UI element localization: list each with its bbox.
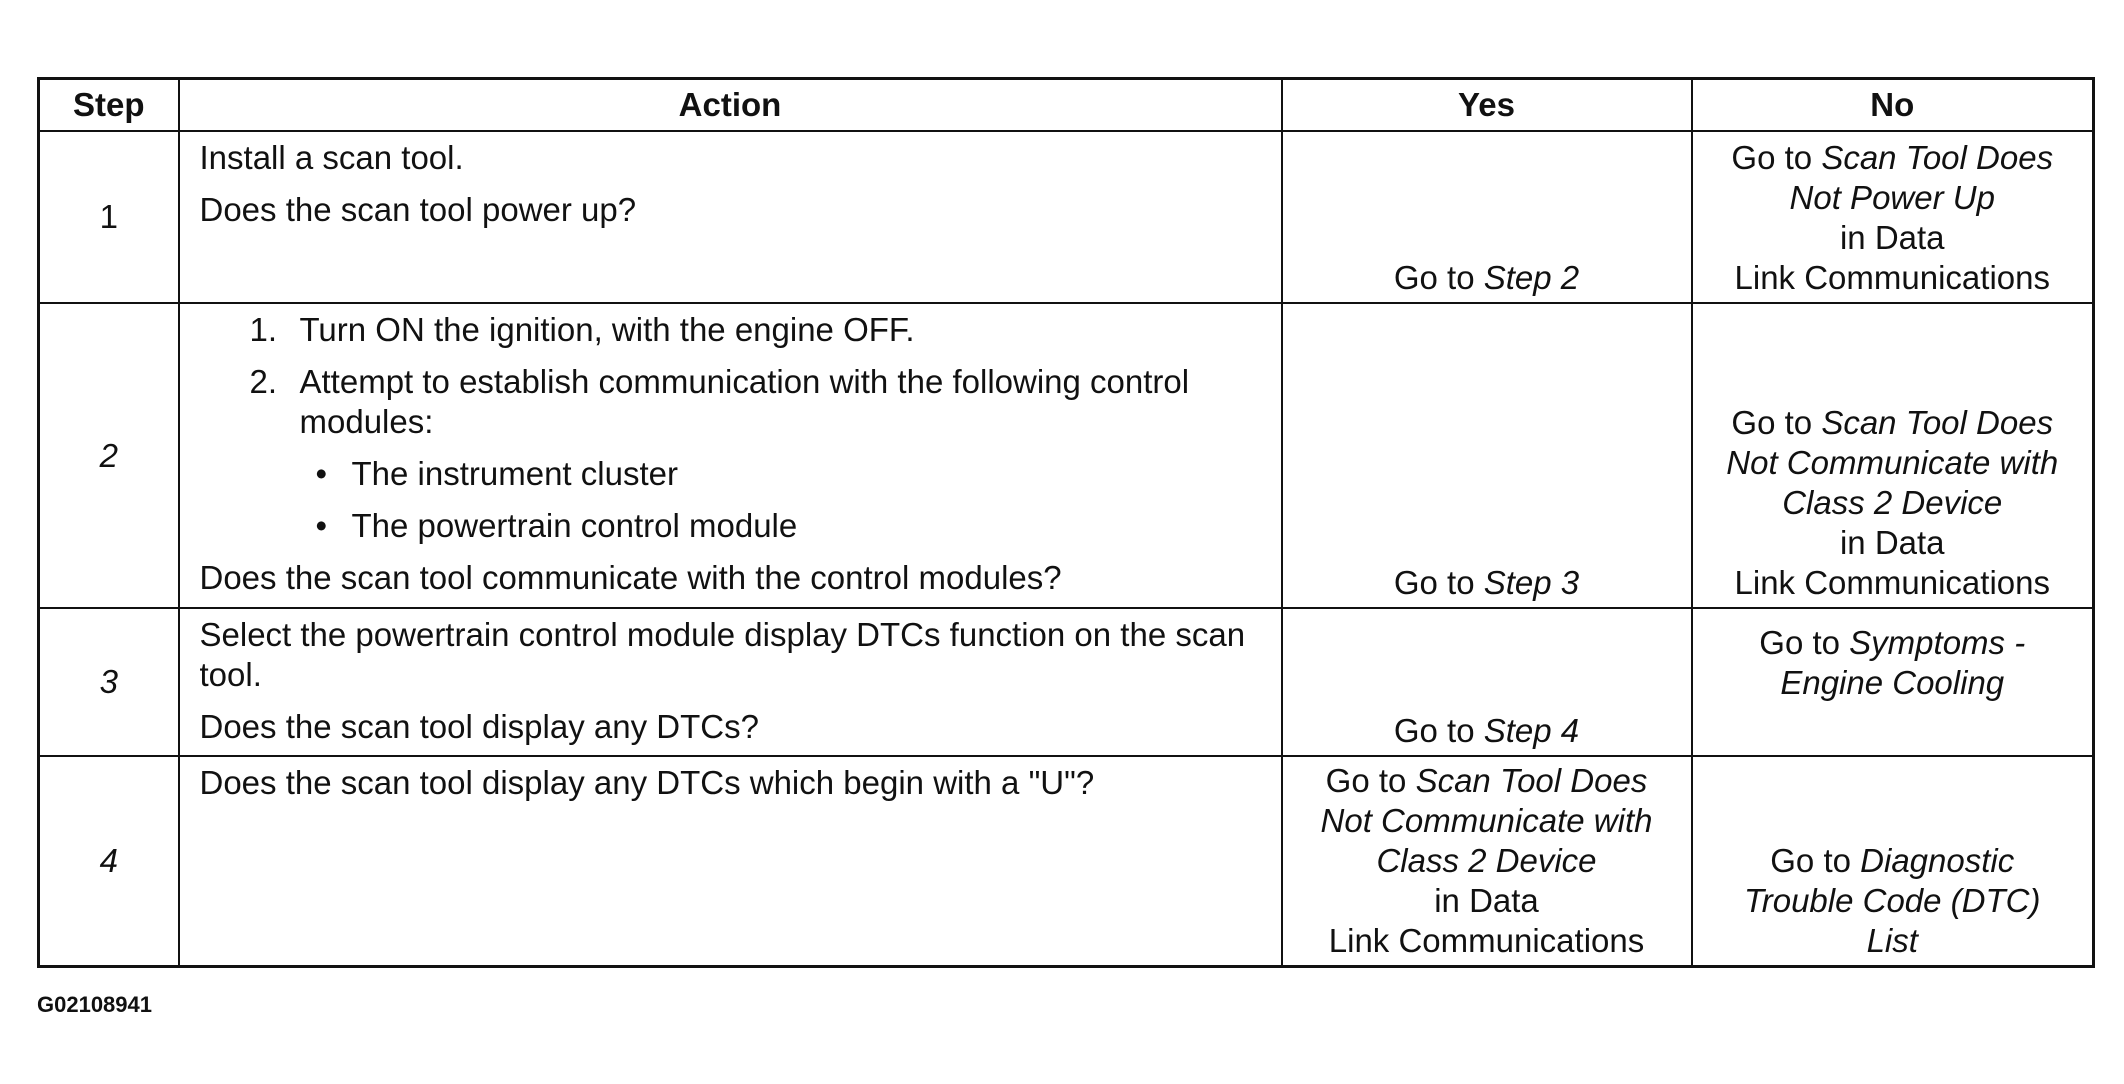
no-prefix: Go to [1759, 624, 1850, 661]
list-item: The powertrain control module [300, 506, 1263, 546]
no-cell: Go to Diagnostic Trouble Code (DTC) List [1690, 755, 2095, 968]
no-prefix: Go to [1731, 139, 1822, 176]
header-action: Action [177, 77, 1283, 132]
yes-ref-link[interactable]: Scan Tool Does [1415, 762, 1648, 799]
step-number: 4 [37, 755, 180, 968]
table-row: 4 Does the scan tool display any DTCs wh… [37, 755, 2095, 968]
no-cell: Go to Symptoms - Engine Cooling [1690, 607, 2095, 757]
yes-cell: Go to Step 4 [1280, 607, 1693, 757]
no-ref-link-cont[interactable]: Trouble Code (DTC) [1744, 882, 2041, 919]
header-row: Step Action Yes No [37, 77, 2095, 132]
no-ref-link[interactable]: Scan Tool Does [1821, 404, 2054, 441]
yes-step-link[interactable]: Step 2 [1483, 259, 1580, 296]
numbered-steps: 1.Turn ON the ignition, with the engine … [200, 310, 1263, 546]
header-yes: Yes [1280, 77, 1693, 132]
no-ref-link[interactable]: Scan Tool Does [1821, 139, 2054, 176]
action-cell: Install a scan tool. Does the scan tool … [177, 130, 1283, 304]
step-number: 3 [37, 607, 180, 757]
no-ref-link-cont[interactable]: Not Power Up [1789, 179, 1995, 216]
table-row: 3 Select the powertrain control module d… [37, 607, 2095, 757]
table-row: 2 1.Turn ON the ignition, with the engin… [37, 302, 2095, 609]
step-number: 2 [37, 302, 180, 609]
action-question: Does the scan tool communicate with the … [199, 559, 1062, 596]
action-text: Install a scan tool. [199, 139, 464, 176]
yes-cell: Go to Step 2 [1280, 130, 1693, 304]
no-ref-link-cont[interactable]: Not Communicate with [1726, 444, 2059, 481]
yes-prefix: Go to [1325, 762, 1416, 799]
action-text: Select the powertrain control module dis… [199, 616, 1246, 693]
yes-cell: Go to Scan Tool Does Not Communicate wit… [1280, 755, 1693, 968]
no-suffix-cont: Link Communications [1734, 259, 2050, 296]
no-ref-link[interactable]: Symptoms - [1849, 624, 2026, 661]
action-question: Does the scan tool power up? [199, 191, 637, 228]
yes-prefix: Go to [1393, 564, 1484, 601]
diagnostic-table: Step Action Yes No 1 Install a scan tool… [37, 77, 2095, 968]
no-ref-link-cont[interactable]: Class 2 Device [1782, 484, 2003, 521]
no-prefix: Go to [1731, 404, 1822, 441]
yes-step-link[interactable]: Step 4 [1483, 712, 1580, 749]
list-item: 1.Turn ON the ignition, with the engine … [249, 311, 915, 348]
no-ref-link[interactable]: Diagnostic [1860, 842, 2015, 879]
figure-id: G02108941 [37, 992, 152, 1017]
yes-step-link[interactable]: Step 3 [1483, 564, 1580, 601]
yes-ref-link-cont[interactable]: Not Communicate with [1320, 802, 1653, 839]
no-suffix: in Data [1839, 219, 1945, 256]
yes-suffix: in Data [1434, 882, 1539, 919]
list-item: 2.Attempt to establish communication wit… [250, 362, 1263, 546]
yes-suffix-cont: Link Communications [1328, 922, 1645, 959]
action-question: Does the scan tool display any DTCs? [199, 708, 759, 745]
bullet-list: The instrument cluster The powertrain co… [300, 454, 1263, 546]
yes-cell: Go to Step 3 [1280, 302, 1693, 609]
action-question: Does the scan tool display any DTCs whic… [199, 764, 1095, 801]
yes-prefix: Go to [1393, 712, 1484, 749]
table-row: 1 Install a scan tool. Does the scan too… [37, 130, 2095, 304]
no-ref-link-cont[interactable]: Engine Cooling [1780, 664, 2005, 701]
yes-prefix: Go to [1393, 259, 1484, 296]
list-item: The instrument cluster [300, 454, 1263, 494]
action-cell: Does the scan tool display any DTCs whic… [177, 755, 1283, 968]
action-cell: Select the powertrain control module dis… [177, 607, 1283, 757]
no-prefix: Go to [1770, 842, 1861, 879]
no-cell: Go to Scan Tool Does Not Power Up in Dat… [1690, 130, 2095, 304]
header-step: Step [37, 77, 180, 132]
yes-ref-link-cont[interactable]: Class 2 Device [1376, 842, 1597, 879]
no-cell: Go to Scan Tool Does Not Communicate wit… [1690, 302, 2095, 609]
no-ref-link-cont[interactable]: List [1866, 922, 1918, 959]
header-no: No [1690, 77, 2095, 132]
no-suffix: in Data [1839, 524, 1945, 561]
step-number: 1 [37, 130, 180, 304]
no-suffix-cont: Link Communications [1734, 564, 2050, 601]
action-cell: 1.Turn ON the ignition, with the engine … [177, 302, 1283, 609]
